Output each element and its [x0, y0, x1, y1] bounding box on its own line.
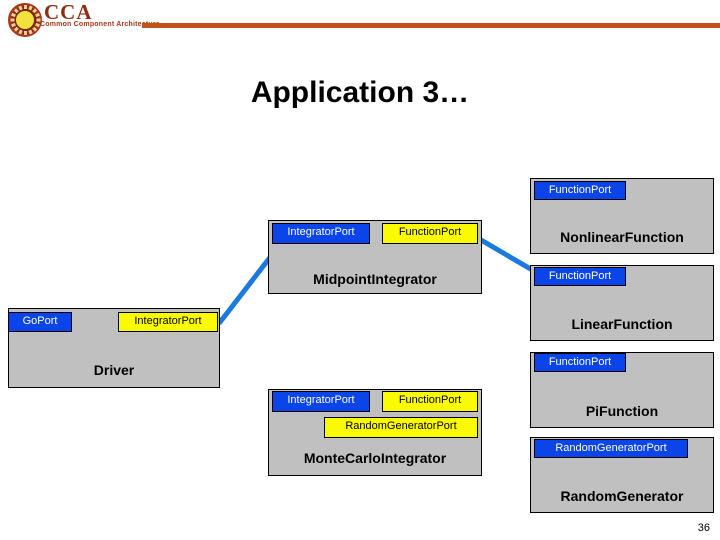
port-linear-function-functionport[interactable]: FunctionPort	[534, 267, 626, 286]
brand-title: CCA	[44, 0, 93, 24]
port-montecarlo-integrator-randomgeneratorport[interactable]: RandomGeneratorPort	[324, 417, 478, 438]
port-midpoint-integrator-functionport[interactable]: FunctionPort	[382, 223, 478, 244]
component-name-nonlinear-function: NonlinearFunction	[560, 229, 684, 245]
component-name-linear-function: LinearFunction	[571, 316, 673, 332]
header-accent-bar	[142, 23, 720, 28]
component-name-driver: Driver	[93, 362, 135, 378]
cca-sun-logo-icon	[8, 3, 42, 37]
component-name-pi-function: PiFunction	[585, 403, 659, 419]
page-number: 36	[697, 522, 710, 534]
port-nonlinear-function-functionport[interactable]: FunctionPort	[534, 181, 626, 200]
port-driver-goport[interactable]: GoPort	[8, 312, 72, 332]
port-montecarlo-integrator-functionport[interactable]: FunctionPort	[382, 391, 478, 412]
port-driver-integratorport[interactable]: IntegratorPort	[118, 312, 218, 332]
slide-header: CCA Common Component Architecture	[0, 0, 720, 40]
component-name-montecarlo-integrator: MonteCarloIntegrator	[303, 450, 447, 466]
logo-ray-icon	[23, 5, 27, 9]
port-midpoint-integrator-integratorport[interactable]: IntegratorPort	[272, 223, 370, 244]
component-name-random-generator: RandomGenerator	[560, 488, 684, 504]
component-name-midpoint-integrator: MidpointIntegrator	[313, 271, 437, 287]
port-random-generator-randomgeneratorport[interactable]: RandomGeneratorPort	[534, 439, 688, 458]
port-pi-function-functionport[interactable]: FunctionPort	[534, 353, 626, 372]
page-title: Application 3…	[250, 76, 470, 109]
port-montecarlo-integrator-integratorport[interactable]: IntegratorPort	[272, 391, 370, 412]
brand-subtitle: Common Component Architecture	[40, 21, 160, 28]
